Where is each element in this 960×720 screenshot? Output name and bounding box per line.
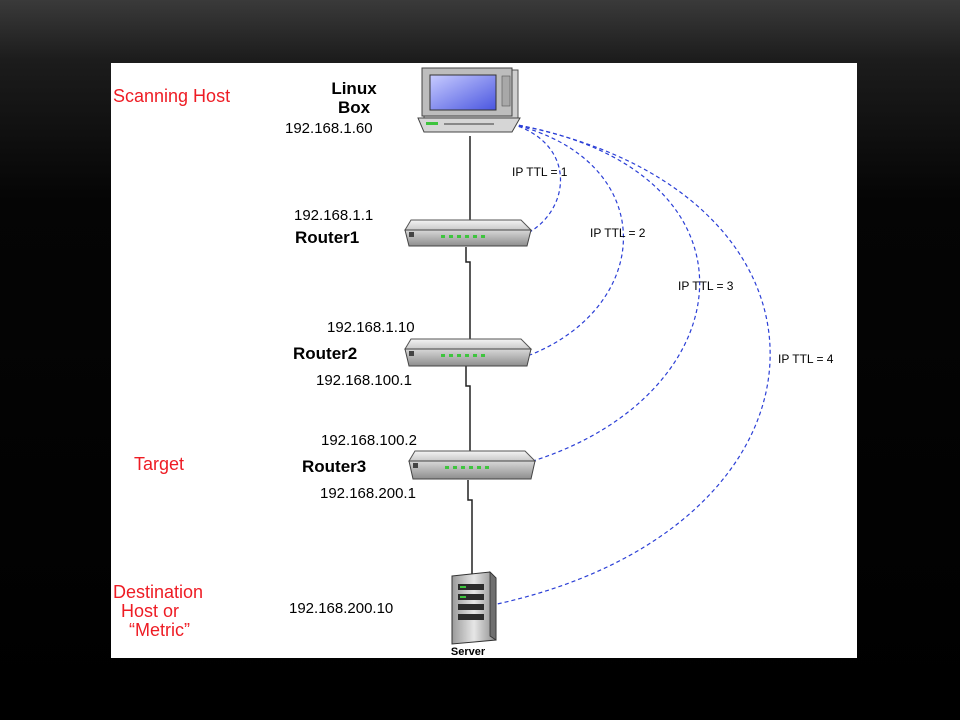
link-router2-router3: [465, 366, 471, 452]
server-icon: [451, 571, 497, 645]
router-icon: [408, 450, 537, 480]
router3-label: Router3: [302, 457, 366, 476]
ip-server: 192.168.200.10: [289, 600, 393, 617]
role-target: Target: [134, 454, 184, 474]
ip-router2-in: 192.168.1.10: [327, 319, 415, 336]
ip-router3-in: 192.168.100.2: [321, 432, 417, 449]
linux-box-label-line1: Linux: [331, 79, 377, 98]
computer-icon: [417, 67, 521, 133]
probe-arc-ttl4: [487, 123, 771, 607]
role-scanning-host: Scanning Host: [113, 86, 230, 106]
role-destination-line3: “Metric”: [129, 620, 190, 640]
router-icon: [404, 219, 533, 247]
ip-router1: 192.168.1.1: [294, 207, 373, 224]
link-router1-router2: [465, 247, 471, 340]
linux-box-label-line2: Box: [338, 98, 371, 117]
ip-router3-out: 192.168.200.1: [320, 485, 416, 502]
probe-arc-ttl1: [511, 123, 562, 237]
role-destination-line2: Host or: [121, 601, 179, 621]
probe-arc-ttl3: [507, 123, 701, 469]
ttl-label-4: IP TTL = 4: [778, 352, 834, 366]
router-icon: [404, 338, 533, 367]
probe-arc-ttl2: [511, 123, 624, 356]
router1-label: Router1: [295, 228, 359, 247]
ttl-label-3: IP TTL = 3: [678, 279, 734, 293]
probe-arcs: [487, 123, 771, 607]
ip-linux-box: 192.168.1.60: [285, 120, 373, 137]
network-links: [465, 136, 473, 576]
ip-router2-out: 192.168.100.1: [316, 372, 412, 389]
server-label: Server: [451, 646, 486, 658]
router2-label: Router2: [293, 344, 357, 363]
role-destination-line1: Destination: [113, 582, 203, 602]
ttl-label-2: IP TTL = 2: [590, 226, 646, 240]
link-router3-server: [467, 480, 473, 576]
ttl-label-1: IP TTL = 1: [512, 165, 568, 179]
